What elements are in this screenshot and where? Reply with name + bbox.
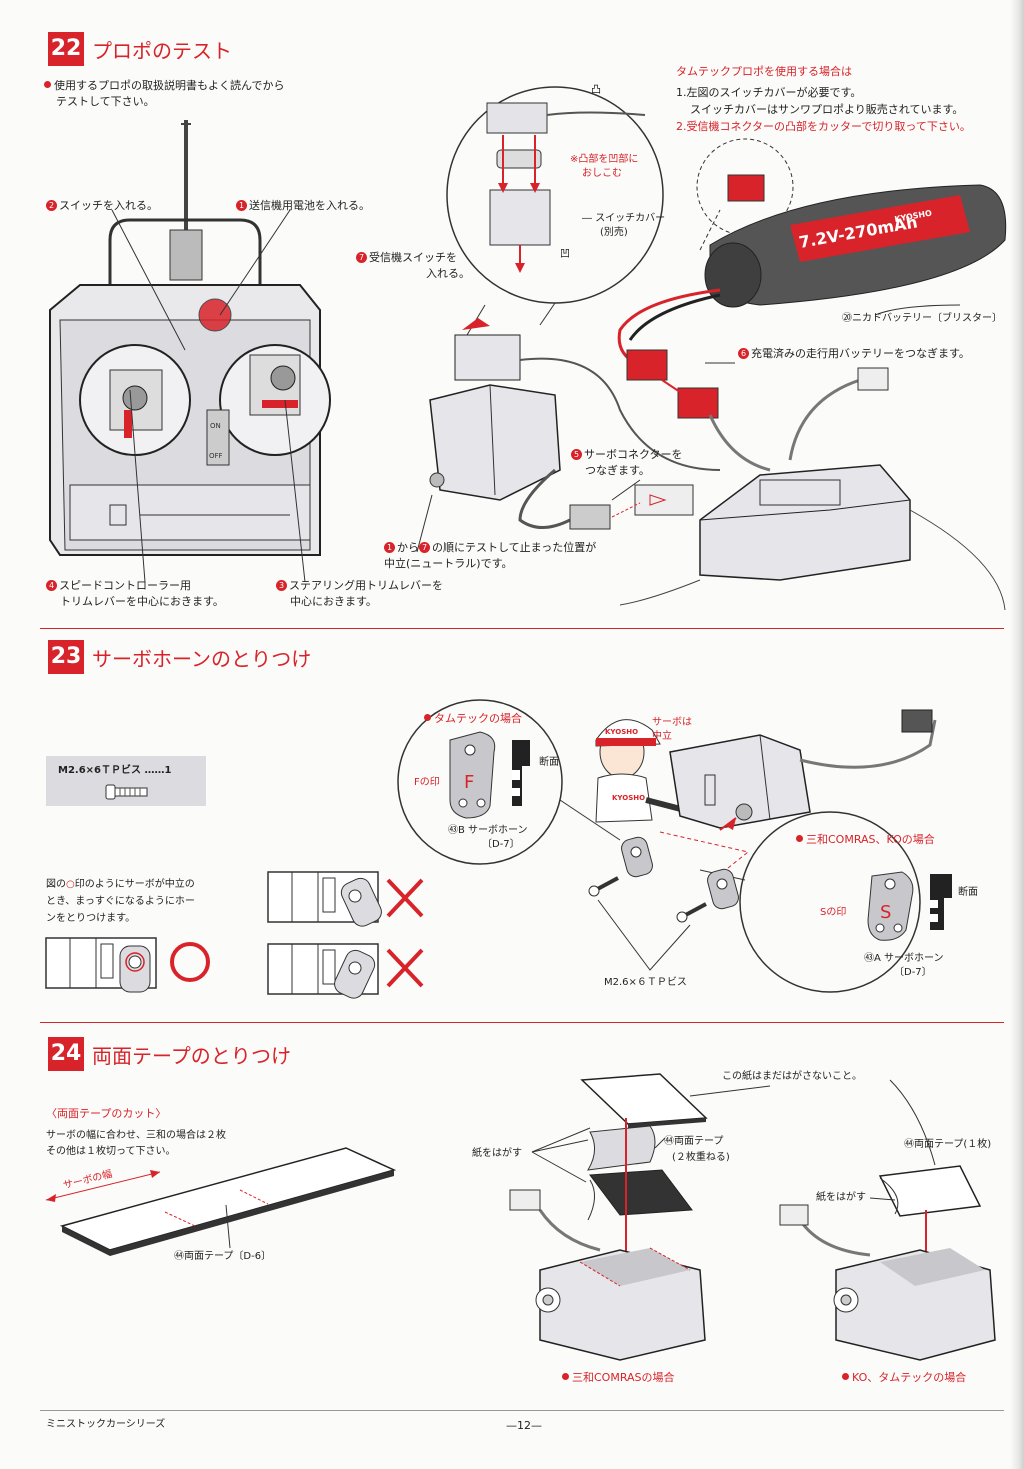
- correct-example: [45, 937, 210, 993]
- label-convex: 凸: [591, 85, 601, 96]
- tape-cut-title: 〈両面テープのカット〉: [46, 1107, 167, 1120]
- tape-double-label: ㊹両面テープ(２枚重ねる): [664, 1136, 730, 1163]
- peel-label-2: 紙をはがす: [816, 1192, 866, 1203]
- section-number: 22: [48, 32, 84, 66]
- section-number: 23: [48, 640, 84, 674]
- footer-divider: [40, 1410, 1004, 1411]
- dont-peel-label: この紙はまだはがさないこと。: [722, 1071, 862, 1082]
- sanwa-ko-case-title: 三和COMRAS、KOの場合: [796, 832, 935, 848]
- section-24-header: 24 両面テープのとりつけ: [48, 1037, 291, 1071]
- section-title: プロポのテスト: [92, 38, 232, 63]
- s-mark-label: Sの印: [820, 907, 847, 918]
- battery-label: ⑳ニカドバッテリー〔ブリスター〕: [842, 313, 1002, 324]
- wrong-example-1: [267, 871, 424, 927]
- tamtech-notes: 1.左図のスイッチカバーが必要です。 スイッチカバーはサンワプロポより販売されて…: [676, 86, 971, 133]
- svg-text:ON: ON: [210, 422, 221, 430]
- page-number: —12—: [506, 1419, 542, 1432]
- horn-a-label: ㊸A サーボホーン〔D-7〕: [864, 953, 944, 978]
- svg-text:KYOSHO: KYOSHO: [605, 728, 638, 736]
- tamtech-case-title: タムテックの場合: [424, 711, 522, 727]
- page-edge-shadow: [1010, 0, 1024, 1469]
- divider: [40, 628, 1004, 629]
- section-number: 24: [48, 1037, 84, 1071]
- section-title: サーボホーンのとりつけ: [92, 646, 312, 671]
- peel-label-1: 紙をはがす: [472, 1148, 522, 1159]
- parts-box: M2.6×6ＴＰビス ……1: [46, 756, 206, 806]
- svg-text:F: F: [464, 772, 474, 793]
- switch-cover-detail: [446, 86, 664, 356]
- label-concave: 凹: [560, 249, 570, 260]
- wrong-example-2: [267, 943, 424, 999]
- servo-neutral-label: サーボは中立: [652, 717, 692, 742]
- divider: [40, 1022, 1004, 1023]
- screw-label: M2.6×６ＴＰビス: [604, 977, 687, 988]
- section-label-a: 断面: [539, 757, 559, 768]
- svg-text:S: S: [880, 902, 891, 923]
- bullet-icon: [44, 81, 51, 88]
- tape-cut-text: サーボの幅に合わせ、三和の場合は２枚その他は１枚切って下さい。: [46, 1130, 226, 1157]
- section-22-header: 22 プロポのテスト: [48, 32, 232, 66]
- section-title: 両面テープのとりつけ: [92, 1043, 291, 1068]
- battery-receiver-illustration: 7.2V-270mAh KYOSHO: [416, 138, 1007, 611]
- transmitter-illustration: ON OFF: [49, 120, 331, 556]
- servo-mascot-illustration: KYOSHO KYOSHO: [588, 709, 937, 971]
- tape-single-label: ㊹両面テープ(１枚): [904, 1139, 992, 1150]
- mascot-boy: KYOSHO KYOSHO: [595, 719, 707, 823]
- footer-series: ミニストックカーシリーズ: [46, 1419, 166, 1430]
- case-ko-label: KO、タムテックの場合: [842, 1370, 966, 1386]
- tape-label: ㊹両面テープ〔D-6〕: [174, 1251, 272, 1262]
- sanwa-tape-illustration: [509, 1073, 996, 1361]
- transmitter-callout-lines: [111, 209, 306, 583]
- case-sanwa-label: 三和COMRASの場合: [562, 1370, 675, 1386]
- tape-cut-illustration: [45, 1147, 397, 1256]
- tamtech-horn-detail: F S: [397, 699, 952, 993]
- switch-cover-label: ― スイッチカバー(別売): [582, 213, 666, 238]
- screw-icon: [105, 784, 148, 800]
- svg-text:KYOSHO: KYOSHO: [612, 794, 645, 802]
- horn-alignment-examples: [45, 871, 424, 999]
- tamtech-title: タムテックプロポを使用する場合は: [676, 65, 852, 78]
- parts-label: M2.6×6ＴＰビス ……1: [58, 765, 172, 776]
- horn-note: 図の○印のようにサーボが中立の とき、まっすぐになるようにホー ンをとりつけます…: [46, 879, 195, 924]
- horn-b-label: ㊸B サーボホーン〔D-7〕: [448, 825, 528, 850]
- section-23-header: 23 サーボホーンのとりつけ: [48, 640, 311, 674]
- svg-text:OFF: OFF: [209, 452, 223, 460]
- switch-note: ※凸部を凹部におしこむ: [570, 154, 639, 179]
- f-mark-label: Fの印: [414, 777, 440, 788]
- intro-text: 使用するプロポの取扱説明書もよく読んでから テストして下さい。: [44, 78, 284, 110]
- section-label-b: 断面: [958, 887, 978, 898]
